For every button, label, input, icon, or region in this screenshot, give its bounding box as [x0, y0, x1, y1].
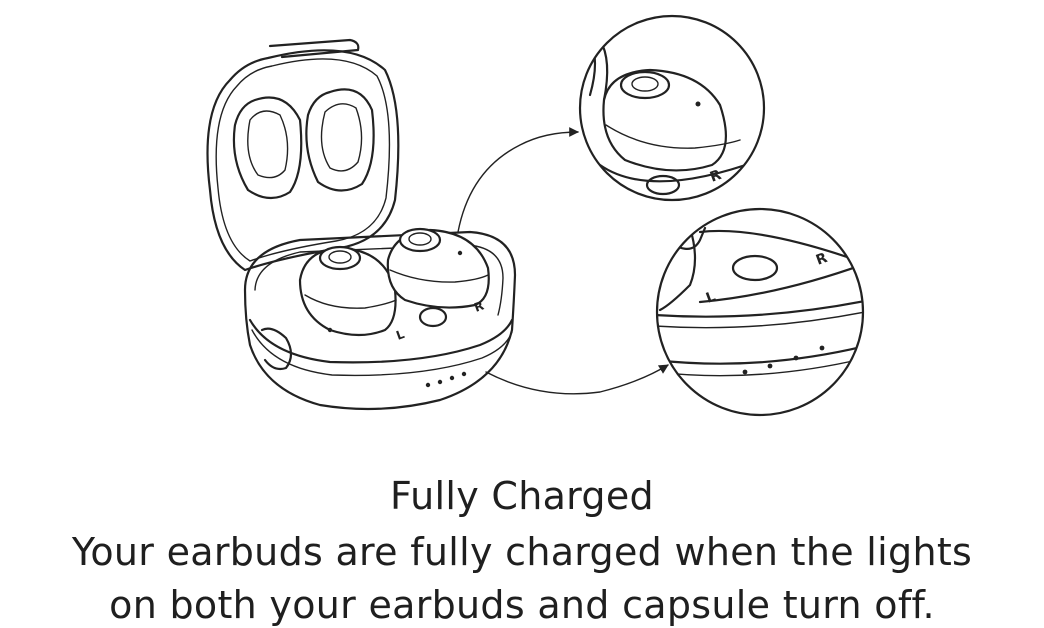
case-led-3 [449, 375, 455, 381]
caption-line-1: Your earbuds are fully charged when the … [71, 530, 973, 574]
case-led-4 [461, 371, 467, 377]
arrow-to-case-zoom [485, 364, 669, 395]
case-leds-zoom-circle: L R [655, 207, 865, 417]
zoom-led-2 [767, 363, 773, 369]
case-led-1 [425, 382, 431, 388]
case-label-right: R [472, 298, 485, 314]
zoom-case-label-right: R [814, 250, 830, 269]
left-earbud [298, 245, 397, 337]
charging-case-illustration: L R R [206, 14, 865, 417]
case-lid [206, 38, 400, 272]
arrow-to-earbud-zoom [457, 127, 579, 233]
case-label-left: L [394, 327, 406, 343]
caption-title: Fully Charged [390, 474, 654, 518]
zoom-led-4 [819, 345, 825, 351]
case-led-2 [437, 379, 443, 385]
case-base [243, 230, 517, 411]
zoom-case-label-left: L [704, 289, 718, 307]
caption-line-2: on both your earbuds and capsule turn of… [109, 583, 935, 627]
zoom-earbud-label-right: R [708, 167, 724, 186]
zoom-led-1 [742, 369, 748, 375]
right-earbud [386, 227, 490, 309]
earbud-zoom-circle: R [578, 14, 766, 202]
zoom-led-3 [793, 355, 799, 361]
